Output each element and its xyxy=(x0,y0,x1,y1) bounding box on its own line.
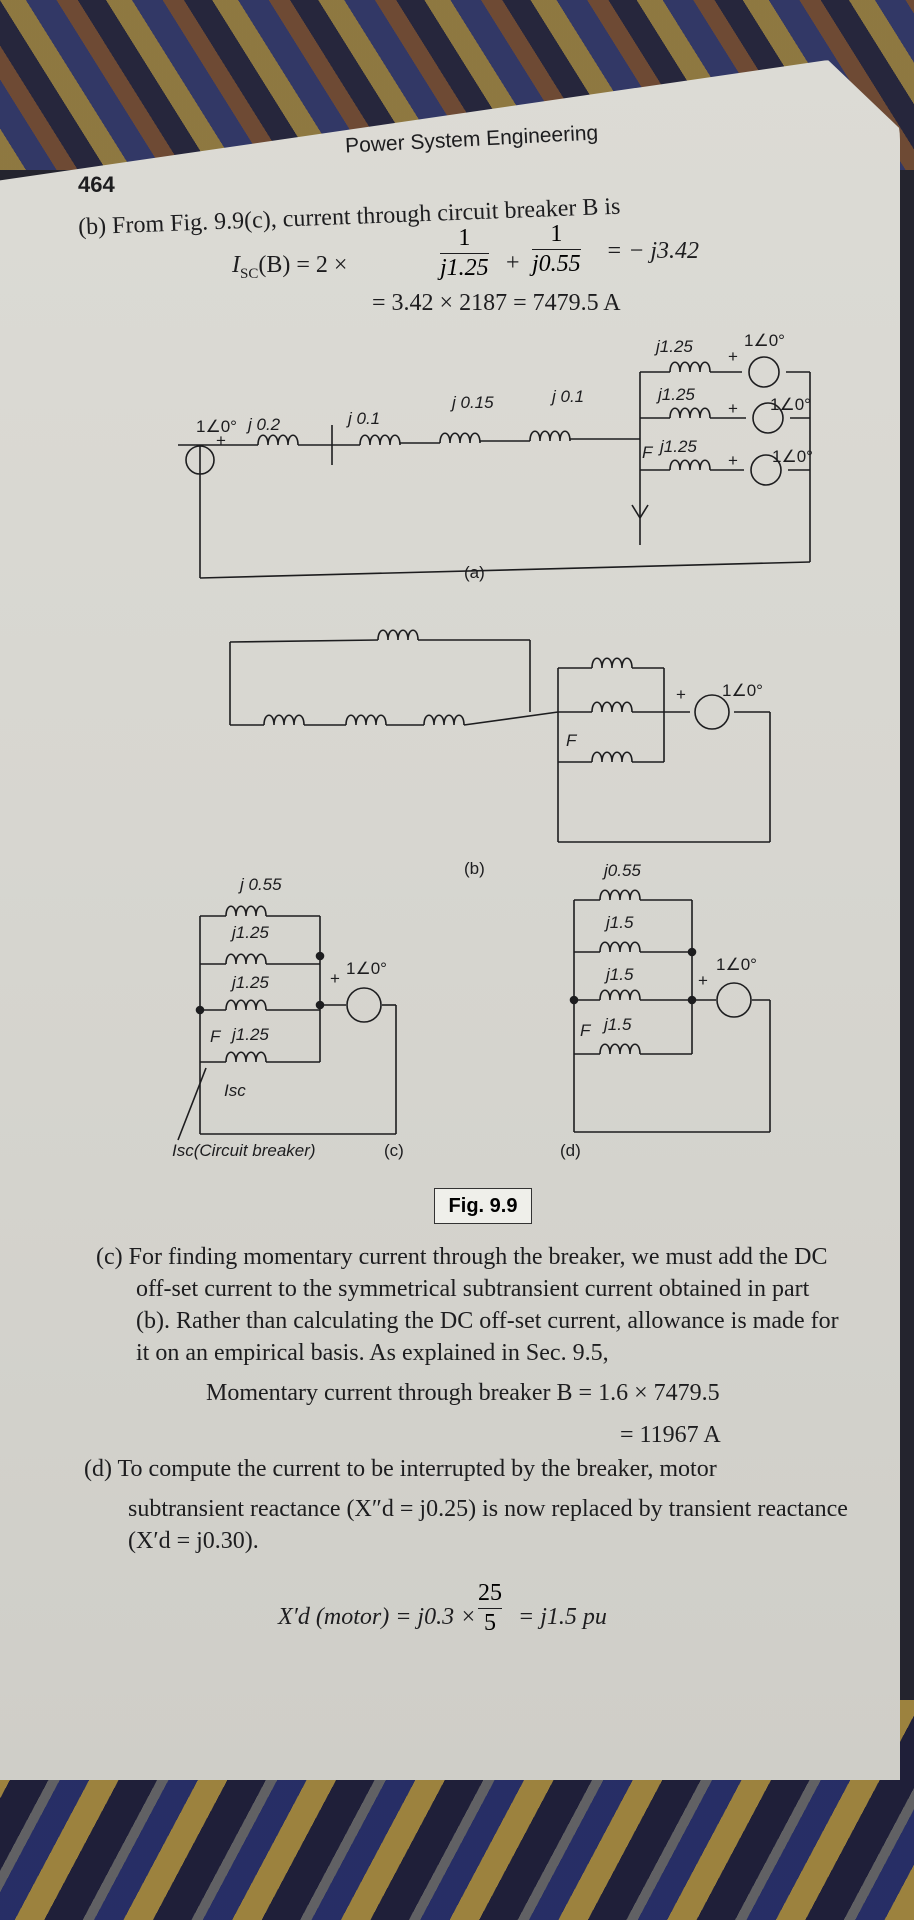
fig-a-plus3: + xyxy=(728,451,738,470)
fig-c-isc: Isc xyxy=(224,1081,246,1100)
isc-equation-lhs: ISC(B) = 2 × xyxy=(232,252,348,282)
fig-a-plus2: + xyxy=(728,399,738,418)
fig-a-x3: j 0.15 xyxy=(450,393,494,412)
figure-caption: Fig. 9.9 xyxy=(434,1188,532,1224)
fig-c-r2: j1.25 xyxy=(230,923,269,942)
part-d-line-1: (d) To compute the current to be interru… xyxy=(84,1456,717,1482)
fig-a-m2: j1.25 xyxy=(656,385,695,404)
fig-d-label: (d) xyxy=(560,1141,581,1160)
fig-a-src3: 1∠0° xyxy=(772,447,813,466)
part-c-line-2: off-set current to the symmetrical subtr… xyxy=(136,1276,810,1302)
fig-c-r3: j1.25 xyxy=(230,973,269,992)
fig-b-circuit xyxy=(229,639,771,843)
part-c-line-3: (b). Rather than calculating the DC off-… xyxy=(136,1308,839,1334)
fig-a-x1: j 0.2 xyxy=(246,415,281,434)
fig-a-source-left: 1∠0° xyxy=(196,417,237,436)
page-number: 464 xyxy=(78,172,115,197)
fig-a-label: (a) xyxy=(464,563,485,582)
part-c-line-4: it on an empirical basis. As explained i… xyxy=(136,1340,609,1366)
fig-a-src2: 1∠0° xyxy=(770,395,811,414)
fig-a-plus1: + xyxy=(728,347,738,366)
fig-b-plus: + xyxy=(676,685,686,704)
fig-a-m1: j1.25 xyxy=(654,337,693,356)
fig-a-fault: F xyxy=(642,443,654,462)
fig-d-r1: j0.55 xyxy=(602,861,641,880)
fig-c-r4: j1.25 xyxy=(230,1025,269,1044)
fig-b-fault: F xyxy=(566,731,578,750)
fig-d-plus: + xyxy=(698,971,708,990)
fig-d-circuit xyxy=(573,899,771,1133)
fig-a-m3: j1.25 xyxy=(658,437,697,456)
plus-sign: + xyxy=(506,250,520,276)
fig-c-label: (c) xyxy=(384,1141,404,1160)
fig-d-r2: j1.5 xyxy=(604,913,634,932)
fig-c-source: 1∠0° xyxy=(346,959,387,978)
fig-b-source: 1∠0° xyxy=(722,681,763,700)
fig-a-circuit xyxy=(178,371,811,579)
fig-c-fault: F xyxy=(210,1027,222,1046)
fig-d-source: 1∠0° xyxy=(716,955,757,974)
fig-c-isc-breaker: Isc(Circuit breaker) xyxy=(172,1141,316,1160)
book-page xyxy=(0,60,900,1780)
part-d-equation-lhs: X′d (motor) = j0.3 × xyxy=(278,1604,477,1630)
fig-a-src1: 1∠0° xyxy=(744,331,785,350)
fig-b-label: (b) xyxy=(464,859,485,878)
fig-d-r4: j1.5 xyxy=(602,1015,632,1034)
part-d-equation-rhs: = j1.5 pu xyxy=(518,1604,607,1630)
fig-d-fault: F xyxy=(580,1021,592,1040)
fig-d-r3: j1.5 xyxy=(604,965,634,984)
fig-c-plus: + xyxy=(330,969,340,988)
part-c-equation-1: Momentary current through breaker B = 1.… xyxy=(206,1380,720,1406)
part-d-line-2: subtransient reactance (X″d = j0.25) is … xyxy=(128,1496,848,1522)
fig-a-x2: j 0.1 xyxy=(346,409,380,428)
fig-c-circuit xyxy=(177,915,397,1141)
fig-a-x4: j 0.1 xyxy=(550,387,584,406)
fig-c-r1: j 0.55 xyxy=(238,875,282,894)
isc-result-amperes: = 3.42 × 2187 = 7479.5 A xyxy=(372,290,621,316)
part-c-equation-2: = 11967 A xyxy=(620,1422,721,1448)
part-c-line-1: (c) For finding momentary current throug… xyxy=(96,1244,828,1270)
isc-result: = − j3.42 xyxy=(606,238,700,264)
part-d-line-3: (X′d = j0.30). xyxy=(128,1528,259,1554)
fig-a-source-plus: + xyxy=(216,431,226,450)
